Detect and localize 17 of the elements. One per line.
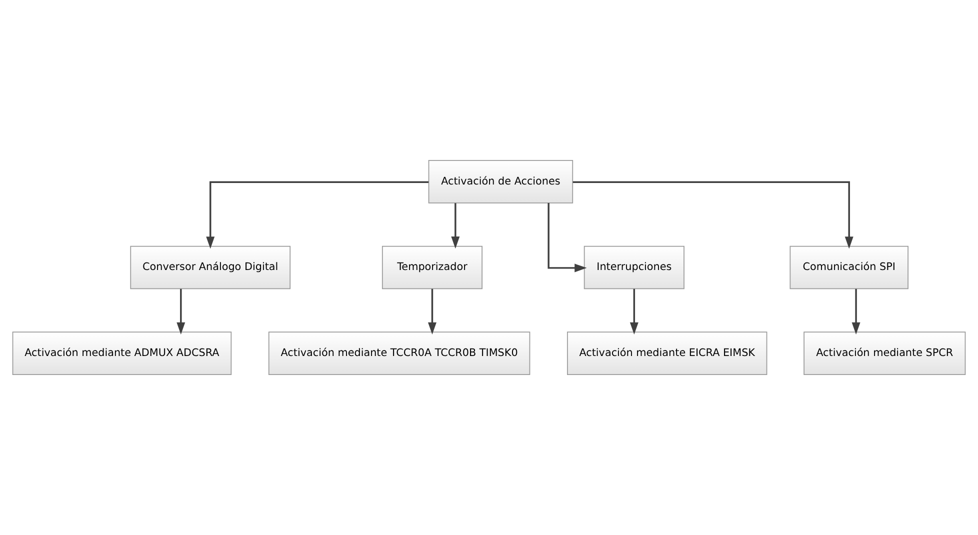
node-box: Activación mediante ADMUX ADCSRA xyxy=(12,332,232,375)
node-box: Activación mediante EICRA EIMSK xyxy=(567,332,768,375)
node-box: Activación mediante SPCR xyxy=(804,332,966,375)
node-box: Temporizador xyxy=(382,246,482,290)
arrow xyxy=(176,288,186,334)
arrow xyxy=(572,181,854,249)
arrow xyxy=(548,203,587,272)
arrow xyxy=(451,203,460,249)
arrow xyxy=(852,288,860,334)
node-box: Interrupciones xyxy=(584,246,684,290)
arrow xyxy=(428,288,436,334)
node-box: Activación mediante TCCR0A TCCR0B TIMSK0 xyxy=(268,332,530,375)
arrow xyxy=(206,181,429,249)
arrow xyxy=(630,288,638,334)
node-box: Conversor Análogo Digital xyxy=(130,246,291,290)
node-box: Comunicación SPI xyxy=(790,246,908,290)
node-box: Activación de Acciones xyxy=(428,160,574,204)
